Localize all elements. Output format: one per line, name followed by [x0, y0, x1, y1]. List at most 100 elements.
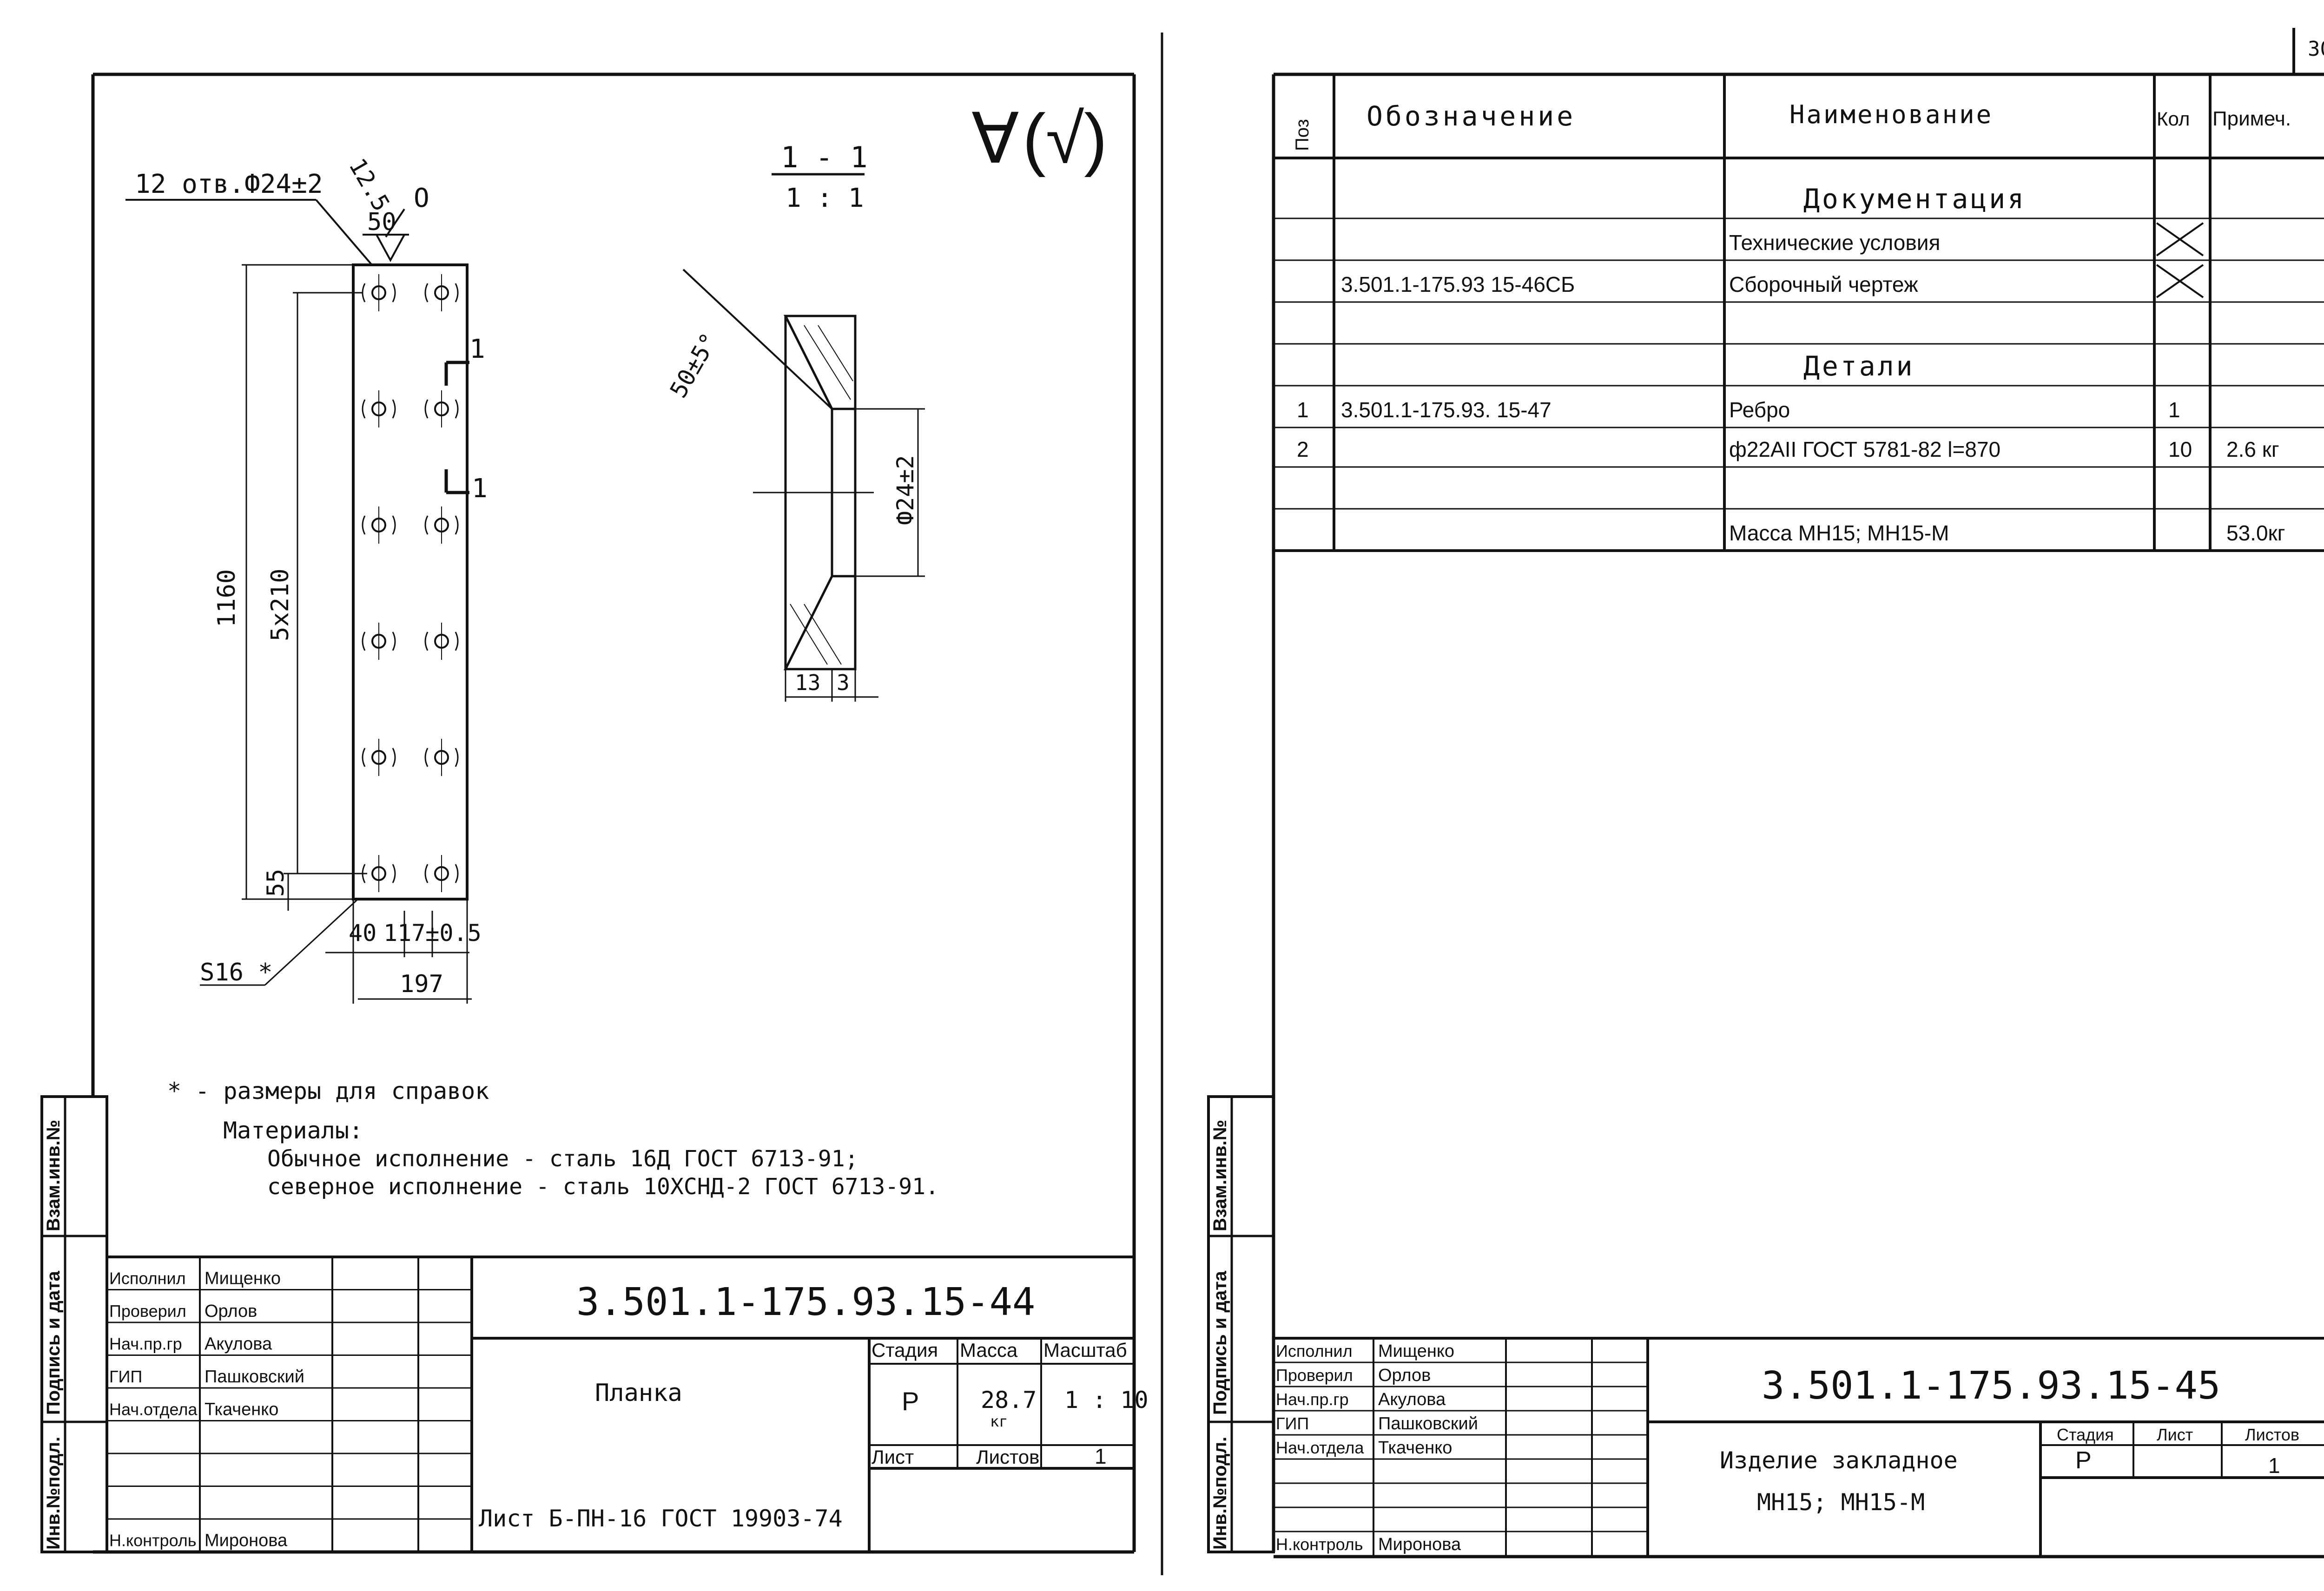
right-side-stamp-inv: Инв.№подл.: [1210, 1437, 1230, 1550]
spec-name: Ребро: [1729, 398, 1790, 422]
right-doc-code: 3.501.1-175.93.15-45: [1762, 1364, 2220, 1408]
spec-note: 2.6 кг: [2226, 437, 2279, 461]
section-label: 1 - 1: [781, 140, 868, 174]
section-dim-3: 3: [837, 670, 850, 695]
weld-leg-dim: 12.5: [343, 154, 395, 216]
spec-note: 53.0кг: [2226, 521, 2285, 545]
dim-pitch: 5x210: [266, 568, 294, 641]
hole-mark: [362, 739, 396, 776]
spec-row: Документация: [1803, 183, 2024, 215]
hole-mark: [424, 855, 459, 892]
left-mass: 28.7: [981, 1387, 1037, 1413]
left-stage-header: Стадия: [872, 1339, 938, 1361]
spec-header-pos: Поз: [1292, 119, 1313, 151]
hole-mark: [362, 506, 396, 544]
right-role-label: ГИП: [1276, 1414, 1309, 1433]
right-role-label: Нач.пр.гр: [1276, 1390, 1349, 1409]
ref-note: * - размеры для справок: [167, 1078, 489, 1104]
material-2: северное исполнение - сталь 10ХСНД-2 ГОС…: [267, 1174, 939, 1200]
left-role-name: Мищенко: [205, 1269, 281, 1289]
left-sheets-header: Листов: [976, 1446, 1039, 1468]
weld-circle-note: O: [414, 183, 429, 213]
right-side-stamp-repl: Взам.инв.№: [1210, 1120, 1230, 1231]
left-role-name: Акулова: [205, 1335, 272, 1354]
right-role-name: Мищенко: [1378, 1341, 1454, 1361]
left-role-label: Проверил: [109, 1302, 186, 1321]
left-mass-unit: кг: [990, 1413, 1008, 1430]
dim-total-length: 1160: [213, 569, 241, 627]
dim-50: 50: [367, 208, 396, 236]
hole-mark: [362, 390, 396, 427]
side-stamp-inv: Инв.№подл.: [43, 1437, 64, 1550]
left-role-label: Нач.пр.гр: [109, 1335, 182, 1354]
thickness-mark: S16 *: [200, 959, 273, 986]
left-role-name: Миронова: [205, 1531, 288, 1551]
right-role-label: Проверил: [1276, 1366, 1353, 1385]
right-stage-header: Стадия: [2057, 1425, 2114, 1444]
spec-row: Детали: [1803, 350, 1913, 382]
spec-row: Технические условия: [1729, 222, 2204, 256]
hole-mark: [424, 739, 459, 776]
page-number-box: 30: [2292, 28, 2324, 74]
right-role-name: Пашковский: [1378, 1414, 1478, 1433]
cut-mark-top: 1: [469, 334, 485, 364]
right-sheet-header: Лист: [2157, 1425, 2193, 1444]
hole-mark: [424, 390, 459, 427]
hole-mark: [424, 506, 459, 544]
left-sheet: ∀ (√) 1 - 1 1 : 1 12 отв.Ф24±2 12.5 50 O…: [40, 72, 1149, 1554]
dim-width: 197: [400, 970, 443, 998]
spec-header-qty: Кол: [2157, 108, 2190, 130]
spec-designation: 3.501.1-175.93 15-46СБ: [1341, 272, 1575, 296]
spec-pos: 2: [1297, 437, 1309, 461]
side-stamp-sign: Подпись и дата: [43, 1270, 64, 1415]
hole-mark: [424, 623, 459, 660]
left-role-name: Ткаченко: [205, 1400, 278, 1420]
section-dim-13: 13: [795, 670, 820, 695]
left-mass-header: Масса: [960, 1339, 1018, 1361]
spec-header-designation: Обозначение: [1367, 100, 1576, 132]
hole-mark: [362, 274, 396, 311]
side-stamp-repl: Взам.инв.№: [43, 1120, 64, 1231]
spec-name: Технические условия: [1729, 230, 1940, 255]
right-item-name: Изделие закладное: [1720, 1447, 1958, 1474]
section-hole-dim: Ф24±2: [892, 455, 919, 525]
hole-mark: [362, 623, 396, 660]
spec-name: Сборочный чертеж: [1729, 272, 1918, 296]
plate-outline: [352, 263, 469, 901]
right-sheets: 1: [2268, 1453, 2280, 1478]
spec-name: ф22АII ГОСТ 5781-82 l=870: [1729, 437, 2000, 461]
spec-qty-cross: [2156, 264, 2204, 298]
left-scale-header: Масштаб: [1043, 1339, 1127, 1361]
right-side-stamp: Инв.№подл. Подпись и дата Взам.инв.№: [1207, 1095, 1275, 1553]
spec-qty: 1: [2168, 398, 2180, 422]
left-stage: Р: [902, 1387, 919, 1416]
right-sheets-header: Листов: [2245, 1425, 2299, 1444]
right-item-mark: МН15; МН15-М: [1757, 1489, 1925, 1516]
cut-mark-bottom: 1: [472, 473, 488, 504]
roughness-mark: ∀: [971, 99, 1019, 178]
left-role-label: Нач.отдела: [109, 1400, 198, 1419]
materials-title: Материалы:: [223, 1117, 363, 1144]
right-role-name: Орлов: [1378, 1366, 1431, 1385]
right-role-label: Исполнил: [1276, 1341, 1353, 1361]
left-scale: 1 : 10: [1064, 1387, 1149, 1413]
right-side-stamp-sign: Подпись и дата: [1210, 1270, 1230, 1415]
left-role-label: Н.контроль: [109, 1531, 197, 1550]
hole-mark: [362, 855, 396, 892]
roughness-mark-bracket: (√): [1023, 99, 1107, 178]
left-side-stamp: Инв.№подл. Подпись и дата Взам.инв.№: [40, 1095, 108, 1553]
section-view: 50±5° Ф24±2 13 3: [665, 269, 925, 702]
left-doc-code: 3.501.1-175.93.15-44: [576, 1280, 1035, 1324]
section-scale: 1 : 1: [786, 183, 864, 213]
hole-mark: [424, 274, 459, 311]
material-1: Обычное исполнение - сталь 16Д ГОСТ 6713…: [267, 1146, 858, 1172]
spec-row: 3.501.1-175.93 15-46СБ Сборочный чертеж: [1341, 264, 2204, 298]
right-role-name: Акулова: [1378, 1390, 1446, 1409]
section-angle: 50±5°: [665, 329, 723, 402]
